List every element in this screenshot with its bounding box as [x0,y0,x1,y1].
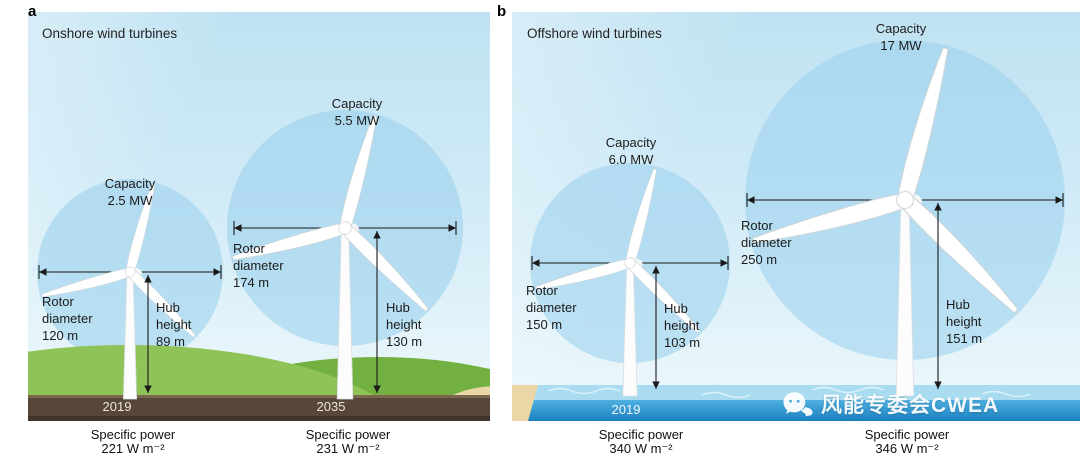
turbine-onshore-2019 [38,162,233,400]
turbine-offshore-large [746,12,1080,397]
hub-caption: Hub height [664,301,700,333]
hub-value: 151 m [946,330,983,346]
offshore-scene [512,12,1080,421]
specific-power-caption-offshore-large: Specific power 346 W m⁻² [837,426,977,455]
onshore-scene [28,88,490,421]
hub-height-label-offshore-2019: Hub height 103 m [664,301,720,352]
turbine-offshore-2019 [532,146,740,397]
panel-title-onshore: Onshore wind turbines [42,26,178,41]
panel-a-onshore [28,12,490,421]
rotor-diameter-label-onshore-2035: Rotor diameter 174 m [233,241,299,292]
watermark-text: 风能专委会CWEA [821,394,1000,417]
capacity-label-offshore-2019: Capacity 6.0 MW [589,135,673,169]
rotor-value: 150 m [526,316,563,332]
hub-caption: Hub height [946,297,982,329]
hub-caption: Hub height [386,300,422,332]
hub-value: 89 m [156,333,185,349]
specific-power-label: Specific power [864,427,950,442]
specific-power-label: Specific power [90,427,176,442]
capacity-caption: Capacity [605,135,657,150]
specific-power-value: 231 W m⁻² [316,441,380,455]
capacity-caption: Capacity [331,96,383,111]
specific-power-caption-offshore-2019: Specific power 340 W m⁻² [571,426,711,455]
specific-power-caption-onshore-2019: Specific power 221 W m⁻² [63,426,203,455]
wechat-icon [783,392,813,417]
year-badge-onshore-2019: 2019 [102,399,132,414]
hub-height-arrow [144,231,381,393]
specific-power-caption-onshore-2035: Specific power 231 W m⁻² [278,426,418,455]
turbine-onshore-2035 [227,88,476,400]
rotor-caption: Rotor diameter [42,294,93,326]
rotor-diameter-label-offshore-2019: Rotor diameter 150 m [526,283,592,334]
specific-power-value: 346 W m⁻² [875,441,939,455]
soil-highlight [28,395,490,398]
year-badge-onshore-2035: 2035 [316,399,346,414]
hub-height-arrow [652,203,942,389]
panel-letter-a: a [28,3,37,20]
rotor-value: 120 m [42,327,79,343]
specific-power-value: 221 W m⁻² [101,441,165,455]
capacity-value: 2.5 MW [107,192,153,208]
year-badge-offshore-2019: 2019 [611,402,641,417]
rotor-diameter-label-onshore-2019: Rotor diameter 120 m [42,294,108,345]
rotor-value: 174 m [233,274,270,290]
capacity-caption: Capacity [875,21,927,36]
capacity-value: 6.0 MW [608,151,654,167]
watermark: 风能专委会CWEA [783,389,999,419]
panel-letter-b: b [497,3,507,20]
rotor-value: 250 m [741,251,778,267]
panel-title-offshore: Offshore wind turbines [527,26,662,41]
hub-height-label-onshore-2035: Hub height 130 m [386,300,442,351]
rotor-caption: Rotor diameter [741,218,792,250]
capacity-value: 5.5 MW [334,112,380,128]
specific-power-value: 340 W m⁻² [609,441,673,455]
hub-caption: Hub height [156,300,192,332]
panel-b-offshore [512,12,1080,421]
capacity-label-onshore-2035: Capacity 5.5 MW [315,96,399,130]
specific-power-label: Specific power [598,427,684,442]
hub-height-label-offshore-large: Hub height 151 m [946,297,1002,348]
capacity-label-offshore-large: Capacity 17 MW [859,21,943,55]
hub-value: 130 m [386,333,423,349]
specific-power-label: Specific power [305,427,391,442]
capacity-label-onshore-2019: Capacity 2.5 MW [88,176,172,210]
rotor-caption: Rotor diameter [233,241,284,273]
rotor-diameter-label-offshore-large: Rotor diameter 250 m [741,218,807,269]
shore-sand-edge [512,385,538,421]
rotor-caption: Rotor diameter [526,283,577,315]
capacity-value: 17 MW [880,37,922,53]
wave-lines [547,386,1031,399]
hub-height-label-onshore-2019: Hub height 89 m [156,300,212,351]
capacity-caption: Capacity [104,176,156,191]
hub-value: 103 m [664,334,701,350]
soil-shadow [28,416,490,421]
